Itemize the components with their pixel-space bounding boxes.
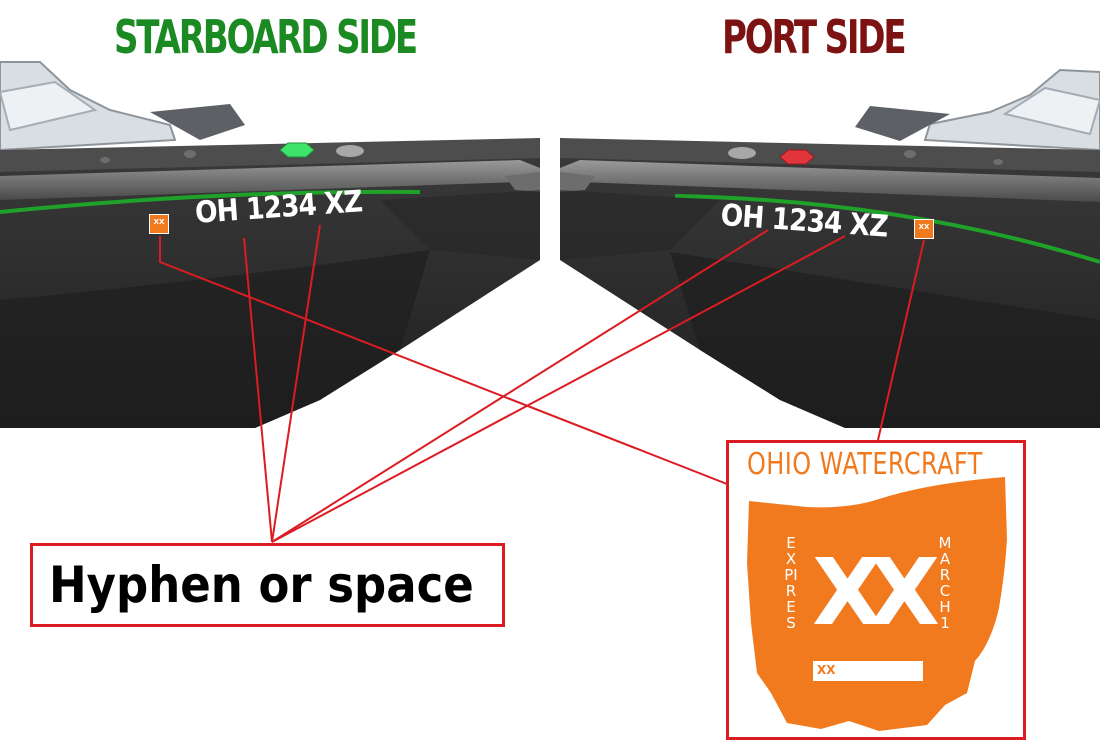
callout-line [243, 237, 273, 543]
port-nav-light [779, 149, 815, 165]
port-accent-stripe [674, 194, 1100, 264]
decal-year-code: XX [812, 539, 940, 646]
callout-lines [159, 224, 925, 543]
decal-field-label: XX [817, 663, 836, 677]
starboard-boat [0, 61, 540, 428]
starboard-nav-light [279, 142, 315, 158]
callout-line [271, 224, 321, 543]
port-side-title: PORT SIDE [722, 10, 907, 64]
starboard-accent-stripe [0, 189, 421, 214]
decal-number-field: XX [813, 661, 923, 681]
ohio-decal-panel: OHIO WATERCRAFT EXPIRES MARCH 1 XX XX [726, 440, 1026, 740]
callout-line [271, 235, 846, 543]
hyphen-callout-box: Hyphen or space [30, 543, 505, 627]
starboard-mini-decal: XX [149, 214, 169, 234]
callout-line [159, 236, 728, 485]
decal-expires-label: EXPIRES [784, 534, 798, 632]
mini-decal-code: XX [918, 223, 930, 231]
starboard-rub-rail [0, 160, 540, 200]
hyphen-callout-text: Hyphen or space [49, 556, 474, 614]
port-rub-rail [560, 160, 1100, 202]
port-boat [560, 68, 1100, 428]
decal-title: OHIO WATERCRAFT [747, 447, 983, 482]
starboard-side-title: STARBOARD SIDE [114, 10, 418, 64]
ohio-state-shape [747, 477, 1007, 731]
port-mini-decal: XX [914, 219, 934, 239]
callout-line [271, 229, 769, 543]
mini-decal-code: XX [153, 218, 165, 226]
decal-month-label: MARCH 1 [938, 534, 952, 632]
callout-line [877, 239, 925, 441]
